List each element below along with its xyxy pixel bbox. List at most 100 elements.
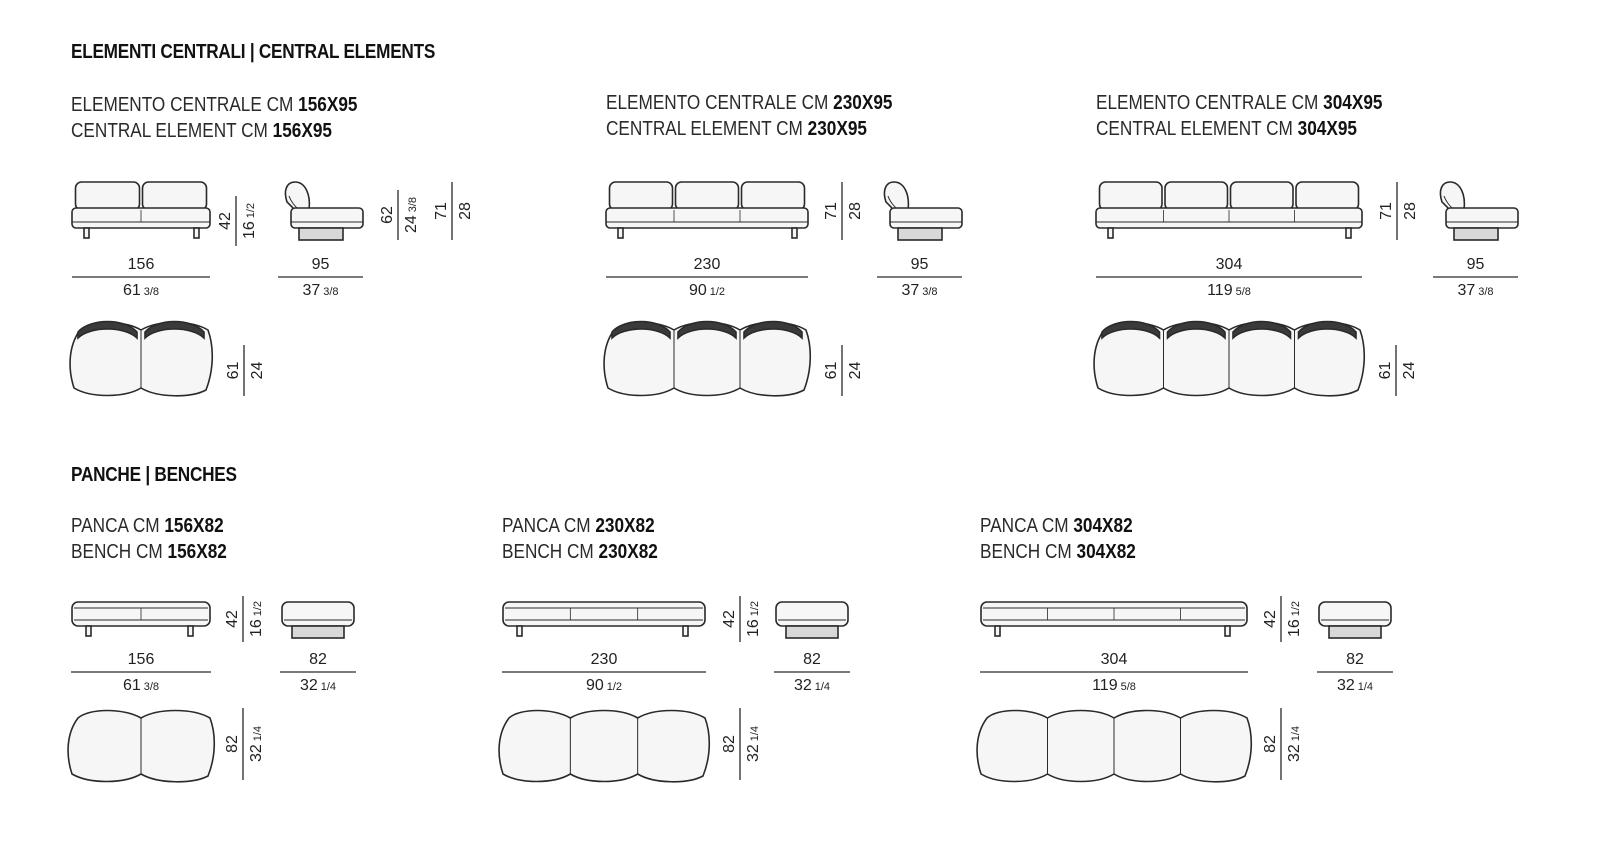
foot <box>1107 227 1114 239</box>
dimension-cm: 95 <box>911 256 929 273</box>
benches-title: PANCHE | BENCHES <box>71 464 237 486</box>
inches-fraction: 3/8 <box>323 286 338 298</box>
inches-integer: 28 <box>457 202 474 220</box>
back-cushion <box>740 181 806 211</box>
dimension-inches: 161/2 <box>248 601 265 637</box>
back-cushion <box>1164 181 1229 211</box>
inches-integer: 24 <box>249 362 266 380</box>
back-cushion <box>1295 181 1360 211</box>
seat-side <box>290 207 364 229</box>
back-cushion-top <box>1101 320 1161 340</box>
dimension-inches: 161/2 <box>1286 601 1303 637</box>
inches-integer: 32 <box>1337 677 1355 694</box>
central-element-230-caption: ELEMENTO CENTRALE CM 230X95 CENTRAL ELEM… <box>606 90 892 142</box>
inches-fraction: 5/8 <box>1121 681 1136 693</box>
inches-integer: 61 <box>123 282 141 299</box>
back-cushion <box>1098 181 1163 211</box>
caption-line-it: PANCA CM 156X82 <box>71 515 224 537</box>
back-cushion-top <box>144 320 205 340</box>
dimension-inches: 28 <box>847 202 864 220</box>
dimension-cm: 304 <box>1216 256 1243 273</box>
inches-fraction: 1/2 <box>710 286 725 298</box>
foot <box>791 227 798 239</box>
bench-156-caption: PANCA CM 156X82 BENCH CM 156X82 <box>71 513 227 565</box>
caption-line-it: PANCA CM 304X82 <box>980 515 1133 537</box>
inches-fraction: 1/2 <box>607 681 622 693</box>
dimension-cm: 61 <box>823 362 840 380</box>
caption-line-en: BENCH CM 304X82 <box>980 541 1136 563</box>
foot <box>187 625 194 637</box>
inches-fraction: 1/4 <box>749 726 761 741</box>
inches-fraction: 1/2 <box>252 601 264 616</box>
inches-fraction: 1/4 <box>1358 681 1373 693</box>
back-cushion <box>141 181 208 211</box>
plinth <box>291 625 345 639</box>
dimension-inches: 28 <box>1402 202 1419 220</box>
dimension-cm: 42 <box>1262 610 1279 628</box>
inches-fraction: 3/8 <box>1478 286 1493 298</box>
dimension-inches: 24 <box>847 362 864 380</box>
caption-line-en: CENTRAL ELEMENT CM 156X95 <box>71 120 332 142</box>
dimension-cm: 156 <box>128 256 155 273</box>
caption-line-en: CENTRAL ELEMENT CM 230X95 <box>606 118 867 140</box>
dimension-inches: 243/8 <box>403 197 420 233</box>
dimension-cm: 42 <box>217 212 234 230</box>
foot <box>682 625 689 637</box>
dimension-inches: 24 <box>249 362 266 380</box>
central-element-156-caption: ELEMENTO CENTRALE CM 156X95 CENTRAL ELEM… <box>71 92 357 144</box>
dimension-cm: 230 <box>694 256 721 273</box>
inches-fraction: 1/4 <box>815 681 830 693</box>
caption-line-en: BENCH CM 230X82 <box>502 541 658 563</box>
dimension-cm: 71 <box>1378 202 1395 220</box>
dimension-inches: 24 <box>1401 362 1418 380</box>
foot <box>83 227 90 239</box>
central-element-304-caption: ELEMENTO CENTRALE CM 304X95 CENTRAL ELEM… <box>1096 90 1382 142</box>
inches-integer: 32 <box>300 677 318 694</box>
dimension-cm: 95 <box>1467 256 1485 273</box>
inches-integer: 24 <box>403 215 420 233</box>
inches-integer: 90 <box>689 282 707 299</box>
dimension-cm: 82 <box>1346 651 1364 668</box>
dimension-inches: 321/4 <box>1286 726 1303 762</box>
caption-line-en: CENTRAL ELEMENT CM 304X95 <box>1096 118 1357 140</box>
dimension-cm: 95 <box>312 256 330 273</box>
caption-line-it: ELEMENTO CENTRALE CM 230X95 <box>606 92 893 114</box>
plan-outline <box>498 709 711 783</box>
plinth <box>1328 625 1382 639</box>
back-cushion <box>674 181 740 211</box>
back-cushion <box>74 181 141 211</box>
foot <box>1345 227 1352 239</box>
foot <box>1224 625 1231 637</box>
inches-integer: 37 <box>302 282 320 299</box>
inches-integer: 16 <box>241 221 258 239</box>
plinth <box>1453 227 1499 241</box>
inches-integer: 28 <box>1402 202 1419 220</box>
inches-integer: 32 <box>794 677 812 694</box>
bench-304-caption: PANCA CM 304X82 BENCH CM 304X82 <box>980 513 1136 565</box>
plinth <box>897 227 943 241</box>
foot <box>617 227 624 239</box>
dimension-cm: 62 <box>379 206 396 224</box>
inches-fraction: 1/4 <box>1290 726 1302 741</box>
bench-230-caption: PANCA CM 230X82 BENCH CM 230X82 <box>502 513 658 565</box>
inches-integer: 90 <box>586 677 604 694</box>
dimension-cm: 61 <box>1377 362 1394 380</box>
back-cushion-top <box>677 320 737 340</box>
dimension-cm: 42 <box>224 610 241 628</box>
inches-integer: 37 <box>901 282 919 299</box>
